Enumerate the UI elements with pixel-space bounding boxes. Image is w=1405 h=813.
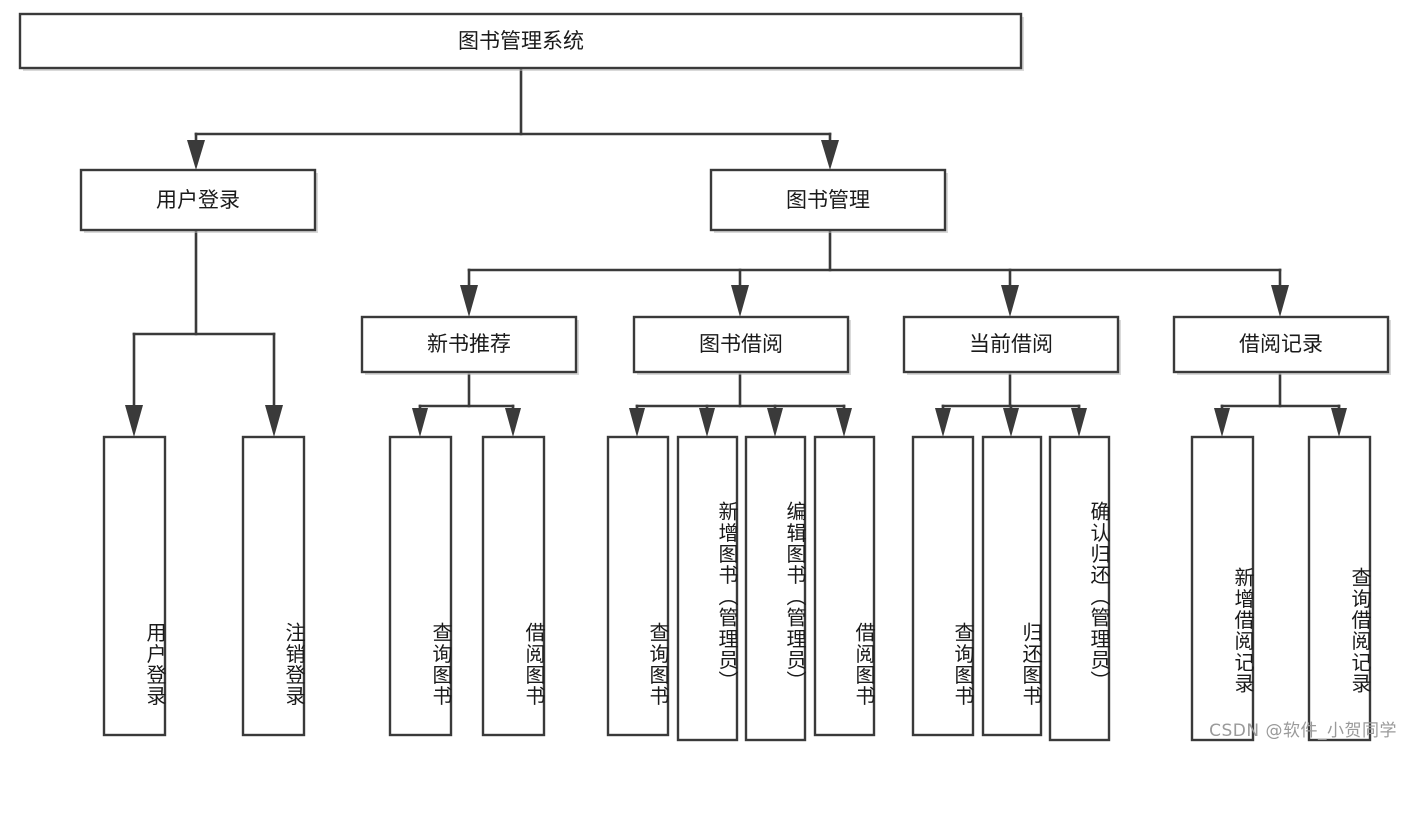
csdn-watermark: CSDN @软件_小贺同学 bbox=[1209, 721, 1397, 741]
arrow-root-to-book-manage bbox=[821, 140, 839, 170]
arrow-leaf-confirm-return bbox=[1071, 408, 1087, 437]
diagram-canvas: 图书管理系统 用户登录 图书管理 新书推荐 图书借阅 当前借阅 借阅记录 bbox=[18, 12, 1397, 742]
node-leaf-query-record[interactable] bbox=[1307, 435, 1372, 742]
arrow-leaf-borrow-book-2 bbox=[836, 408, 852, 437]
arrow-leaf-user-logout bbox=[265, 405, 283, 437]
node-leaf-user-logout[interactable] bbox=[241, 435, 306, 737]
arrow-leaf-add-book bbox=[699, 408, 715, 437]
node-leaf-query-book-2[interactable] bbox=[606, 435, 670, 737]
arrow-bm-to-new-book-recommend bbox=[460, 285, 478, 317]
node-book-manage-label: 图书管理 bbox=[786, 188, 870, 212]
node-leaf-borrow-book-1[interactable] bbox=[481, 435, 546, 737]
node-current-borrow-label: 当前借阅 bbox=[969, 332, 1053, 356]
arrow-bm-to-borrow-record bbox=[1271, 285, 1289, 317]
arrow-leaf-return-book bbox=[1003, 408, 1019, 437]
tree-diagram: 图书管理系统 用户登录 图书管理 新书推荐 图书借阅 当前借阅 借阅记录 bbox=[18, 12, 1391, 742]
arrow-leaf-query-book-1 bbox=[412, 408, 428, 437]
node-new-book-recommend-label: 新书推荐 bbox=[427, 332, 511, 356]
node-borrow-record-label: 借阅记录 bbox=[1239, 332, 1323, 356]
node-leaf-query-book-3[interactable] bbox=[911, 435, 975, 737]
arrow-bm-to-book-borrow bbox=[731, 285, 749, 317]
arrow-leaf-user-login bbox=[125, 405, 143, 437]
node-leaf-add-record[interactable] bbox=[1190, 435, 1255, 742]
node-new-book-recommend[interactable] bbox=[360, 315, 578, 374]
node-leaf-query-book-1[interactable] bbox=[388, 435, 453, 737]
node-current-borrow[interactable] bbox=[902, 315, 1120, 374]
arrow-root-to-user-login bbox=[187, 140, 205, 170]
arrow-leaf-borrow-book-1 bbox=[505, 408, 521, 437]
node-leaf-user-login[interactable] bbox=[102, 435, 167, 737]
node-user-login[interactable] bbox=[79, 168, 317, 232]
node-book-borrow-label: 图书借阅 bbox=[699, 332, 783, 356]
arrow-bm-to-current-borrow bbox=[1001, 285, 1019, 317]
node-leaf-return-book[interactable] bbox=[981, 435, 1043, 737]
arrow-leaf-add-record bbox=[1214, 408, 1230, 437]
node-root[interactable] bbox=[18, 12, 1023, 70]
arrow-leaf-query-record bbox=[1331, 408, 1347, 437]
connector-layer bbox=[125, 66, 1347, 437]
node-book-borrow[interactable] bbox=[632, 315, 850, 374]
node-leaf-edit-book[interactable] bbox=[744, 435, 807, 742]
node-layer: 图书管理系统 用户登录 图书管理 新书推荐 图书借阅 当前借阅 借阅记录 bbox=[18, 12, 1391, 742]
arrow-leaf-query-book-2 bbox=[629, 408, 645, 437]
node-leaf-borrow-book-2[interactable] bbox=[813, 435, 876, 737]
node-user-login-label: 用户登录 bbox=[156, 188, 240, 212]
arrow-leaf-query-book-3 bbox=[935, 408, 951, 437]
node-leaf-confirm-return[interactable] bbox=[1048, 435, 1111, 742]
node-book-manage[interactable] bbox=[709, 168, 947, 232]
node-root-label: 图书管理系统 bbox=[458, 29, 584, 53]
arrow-leaf-edit-book bbox=[767, 408, 783, 437]
node-leaf-add-book[interactable] bbox=[676, 435, 739, 742]
node-borrow-record[interactable] bbox=[1172, 315, 1390, 374]
